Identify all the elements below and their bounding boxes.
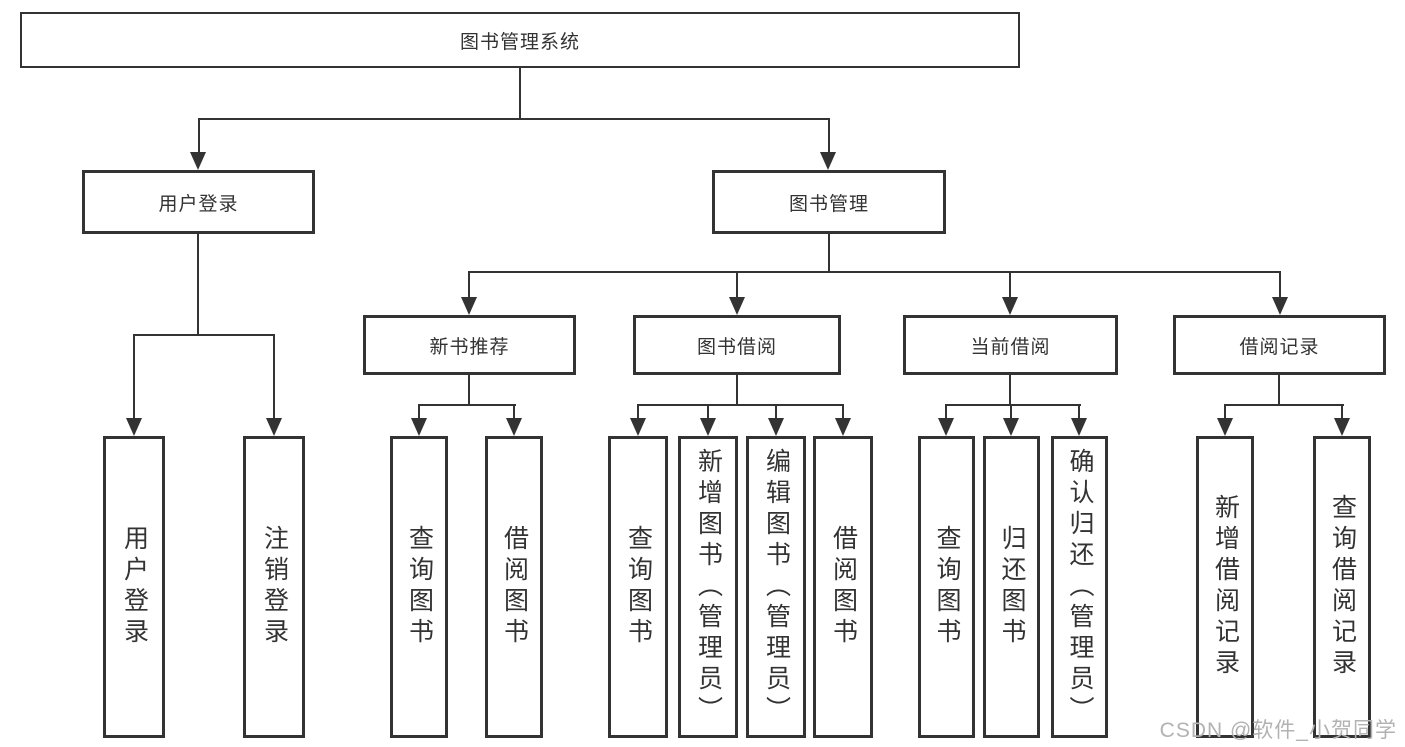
connector-line — [273, 334, 275, 419]
arrow-down-icon — [1272, 297, 1288, 315]
arrow-down-icon — [461, 297, 477, 315]
leaf-current-query-books-label: 查询图书 — [933, 525, 961, 649]
arrow-down-icon — [700, 418, 716, 436]
node-user-login-label: 用户登录 — [158, 193, 239, 215]
arrow-down-icon — [1071, 418, 1087, 436]
connector-line — [513, 404, 515, 420]
leaf-confirm-return-admin: 确认归还（管理员） — [1051, 436, 1108, 738]
arrow-down-icon — [1003, 418, 1019, 436]
leaf-user-login: 用户登录 — [103, 436, 165, 738]
connector-line — [468, 375, 470, 406]
connector-line — [197, 234, 199, 335]
leaf-borrow-books: 借阅图书 — [813, 436, 873, 738]
connector-line — [1010, 404, 1012, 420]
leaf-query-borrow-record: 查询借阅记录 — [1313, 436, 1371, 738]
node-book-management-label: 图书管理 — [788, 193, 869, 215]
node-book-borrow: 图书借阅 — [633, 315, 841, 375]
arrow-down-icon — [190, 152, 206, 170]
leaf-confirm-return-admin-label: 确认归还（管理员） — [1066, 447, 1094, 727]
leaf-user-login-label: 用户登录 — [120, 525, 149, 649]
connector-line — [775, 404, 777, 420]
leaf-query-borrow-record-label: 查询借阅记录 — [1328, 494, 1357, 680]
connector-line — [828, 118, 830, 154]
connector-line — [418, 404, 420, 420]
arrow-down-icon — [630, 418, 646, 436]
arrow-down-icon — [768, 418, 784, 436]
leaf-edit-books-admin: 编辑图书（管理员） — [746, 436, 806, 738]
leaf-return-books: 归还图书 — [983, 436, 1040, 738]
leaf-recommend-query-books: 查询图书 — [390, 436, 448, 738]
leaf-logout: 注销登录 — [243, 436, 305, 738]
arrow-down-icon — [938, 418, 954, 436]
node-new-book-recommend: 新书推荐 — [363, 315, 576, 375]
arrow-down-icon — [126, 418, 142, 436]
node-borrow-records-label: 借阅记录 — [1239, 336, 1320, 358]
connector-line — [418, 404, 516, 406]
node-current-borrow-label: 当前借阅 — [970, 336, 1051, 358]
connector-line — [637, 404, 844, 406]
leaf-current-query-books: 查询图书 — [918, 436, 975, 738]
leaf-recommend-borrow-books: 借阅图书 — [485, 436, 543, 738]
watermark: CSDN @软件_小贺同学 — [1159, 719, 1397, 742]
connector-line — [828, 234, 830, 273]
arrow-down-icon — [820, 152, 836, 170]
connector-line — [1279, 271, 1281, 299]
connector-line — [133, 334, 275, 336]
connector-line — [1078, 404, 1080, 420]
connector-line — [198, 118, 830, 120]
leaf-borrow-books-label: 借阅图书 — [829, 525, 858, 649]
arrow-down-icon — [266, 418, 282, 436]
connector-line — [637, 404, 639, 420]
leaf-borrow-query-books: 查询图书 — [608, 436, 668, 738]
connector-line — [945, 404, 1081, 406]
connector-line — [945, 404, 947, 420]
node-book-borrow-label: 图书借阅 — [696, 336, 777, 358]
connector-line — [736, 271, 738, 299]
leaf-recommend-borrow-books-label: 借阅图书 — [500, 525, 529, 649]
leaf-return-books-label: 归还图书 — [998, 525, 1026, 649]
arrow-down-icon — [1217, 418, 1233, 436]
arrow-down-icon — [411, 418, 427, 436]
node-borrow-records: 借阅记录 — [1173, 315, 1386, 375]
connector-line — [736, 375, 738, 406]
leaf-logout-label: 注销登录 — [260, 525, 289, 649]
connector-line — [519, 68, 521, 120]
connector-line — [468, 271, 1281, 273]
node-root: 图书管理系统 — [20, 12, 1020, 68]
connector-line — [842, 404, 844, 420]
leaf-add-borrow-record: 新增借阅记录 — [1196, 436, 1254, 738]
connector-line — [707, 404, 709, 420]
connector-line — [1341, 404, 1343, 420]
leaf-recommend-query-books-label: 查询图书 — [405, 525, 434, 649]
connector-line — [1224, 404, 1344, 406]
node-current-borrow: 当前借阅 — [903, 315, 1118, 375]
leaf-add-books-admin: 新增图书（管理员） — [678, 436, 738, 738]
arrow-down-icon — [729, 297, 745, 315]
arrow-down-icon — [1334, 418, 1350, 436]
arrow-down-icon — [506, 418, 522, 436]
connector-line — [198, 118, 200, 154]
connector-line — [1278, 375, 1280, 406]
node-new-book-recommend-label: 新书推荐 — [429, 336, 510, 358]
connector-line — [468, 271, 470, 299]
connector-line — [1009, 271, 1011, 299]
node-user-login: 用户登录 — [82, 170, 315, 234]
node-book-management: 图书管理 — [712, 170, 946, 234]
arrow-down-icon — [1002, 297, 1018, 315]
arrow-down-icon — [835, 418, 851, 436]
leaf-borrow-query-books-label: 查询图书 — [624, 525, 653, 649]
connector-line — [133, 334, 135, 419]
connector-line — [1009, 375, 1011, 406]
node-root-label: 图书管理系统 — [459, 31, 580, 53]
leaf-edit-books-admin-label: 编辑图书（管理员） — [762, 447, 791, 727]
leaf-add-books-admin-label: 新增图书（管理员） — [694, 447, 723, 727]
connector-line — [1224, 404, 1226, 420]
leaf-add-borrow-record-label: 新增借阅记录 — [1211, 494, 1240, 680]
